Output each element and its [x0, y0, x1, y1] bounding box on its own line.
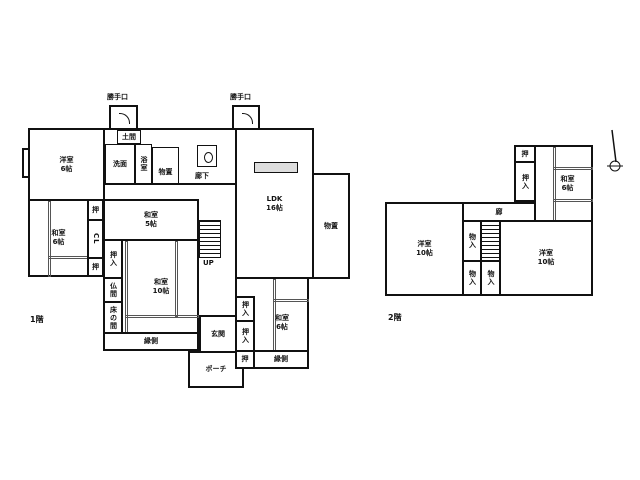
room-name: 和室	[51, 229, 66, 237]
kitchen-counter	[254, 162, 298, 173]
room-size: 10帖	[416, 249, 433, 257]
compass-icon	[607, 129, 623, 172]
oshiire-2f: 押入	[514, 161, 536, 202]
bath: 浴室	[135, 144, 152, 184]
mono-ire-label: 物入	[468, 270, 477, 286]
washroom-label: 洗面	[113, 159, 127, 168]
oshiire-1f-center: 押入	[103, 239, 123, 279]
room-name: 洋室	[539, 249, 553, 257]
closet-label: 押	[92, 262, 99, 271]
oshiire-right-1: 押入	[235, 296, 255, 322]
closet-left-top: 押	[87, 199, 104, 221]
room-name: 洋室	[417, 240, 432, 248]
hallway-label: 廊下	[195, 172, 209, 180]
closet-label: 押	[521, 149, 529, 158]
room-size: 10帖	[152, 286, 170, 295]
oshiire-label: 押入	[109, 251, 118, 267]
closet-label: 押	[92, 205, 99, 214]
mono-ire-1: 物入	[462, 220, 482, 262]
room-name: 和室	[144, 211, 158, 219]
engawa-label: 縁側	[144, 337, 158, 345]
doma: 土間	[117, 130, 141, 144]
closet-cl: CL	[87, 219, 104, 259]
storeroom-label: 物置	[324, 221, 338, 230]
room-name: 和室	[275, 314, 289, 322]
engawa: 縁側	[103, 332, 199, 351]
room-size: 6帖	[561, 183, 574, 192]
engawa-right-label: 縁側	[274, 355, 288, 363]
back-door-right-label: 勝手口	[230, 93, 251, 101]
room-size: 6帖	[276, 323, 288, 331]
oshiire-label: 押入	[241, 328, 250, 344]
closet-label: 押	[241, 355, 249, 363]
hall-2f: 廊	[462, 202, 536, 222]
washroom: 洗面	[105, 144, 135, 184]
room-size: 16帖	[266, 203, 283, 212]
hall-label: 廊	[495, 207, 503, 216]
stairs-up-label: UP	[203, 259, 214, 267]
closet-label: CL	[92, 233, 100, 245]
tokonoma-label: 床の間	[109, 305, 118, 330]
closet-left-bottom: 押	[87, 257, 104, 277]
genkan: 玄関	[199, 315, 237, 353]
back-door-left	[109, 105, 138, 130]
stairs-1f	[199, 220, 221, 258]
room-name: 和室	[560, 174, 575, 183]
mono-ire-label: 物入	[468, 233, 477, 249]
floor1-label: 1階	[30, 315, 44, 324]
floor2-label: 2階	[388, 313, 402, 322]
storage-small-label: 物置	[158, 168, 173, 176]
engawa-right: 縁側	[253, 350, 309, 369]
toilet-icon	[204, 152, 213, 163]
back-door-left-label: 勝手口	[107, 93, 128, 101]
room-size: 6帖	[52, 238, 65, 246]
butsuma: 仏間	[103, 277, 123, 303]
mono-ire-2: 物入	[462, 260, 482, 296]
back-door-right	[232, 105, 260, 130]
room-size: 5帖	[145, 220, 157, 228]
toilet	[197, 145, 217, 167]
bath-label: 浴室	[140, 156, 148, 172]
mono-ire-3: 物入	[480, 260, 501, 296]
oshiire-label: 押入	[521, 173, 530, 190]
oshiire-right-2: 押入	[235, 320, 255, 352]
genkan-label: 玄関	[211, 329, 225, 338]
closet-right-bottom: 押	[235, 350, 255, 369]
mono-ire-label: 物入	[487, 270, 495, 286]
porch-label: ポーチ	[205, 365, 227, 373]
butsuma-label: 仏間	[109, 282, 118, 298]
room-size: 10帖	[537, 258, 555, 266]
room-size: 6帖	[60, 164, 73, 173]
storeroom: 物置	[312, 173, 350, 279]
room-name: 洋室	[59, 155, 74, 164]
room-name: LDK	[266, 194, 283, 203]
oshiire-label: 押入	[241, 301, 250, 317]
porch: ポーチ	[188, 351, 244, 388]
doma-label: 土間	[122, 132, 136, 141]
storage-small: 物置	[152, 147, 179, 184]
room-name: 和室	[154, 277, 168, 286]
tokonoma: 床の間	[103, 301, 123, 334]
